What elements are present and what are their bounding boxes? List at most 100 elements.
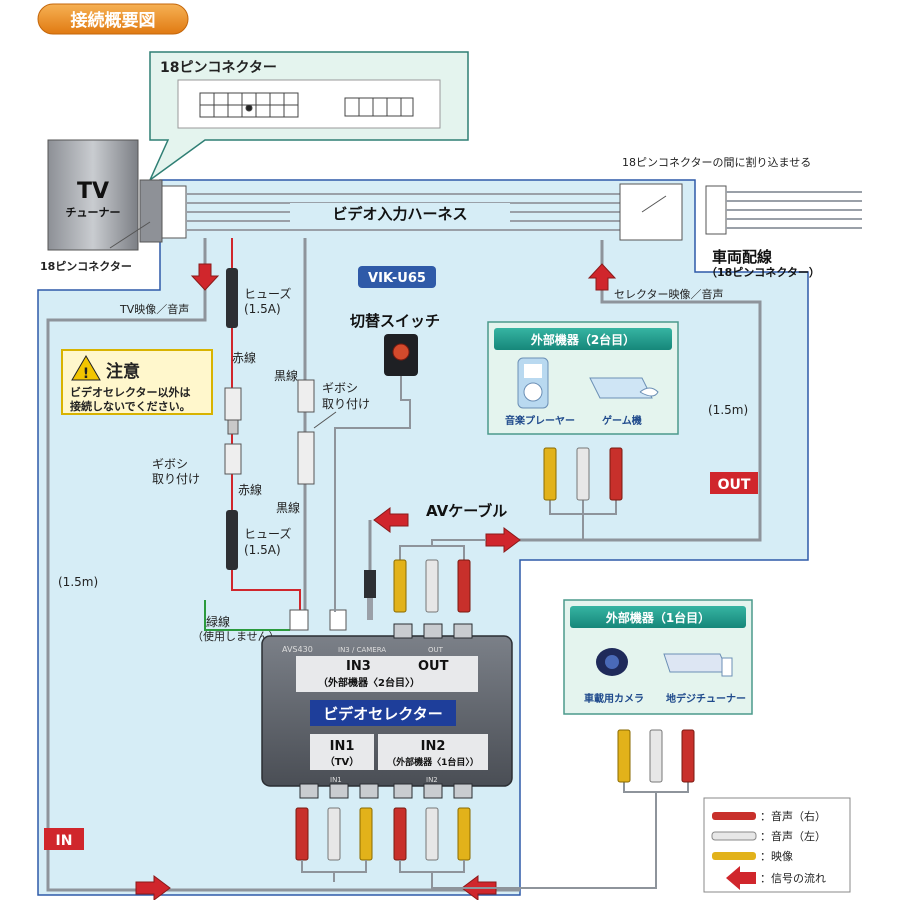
flow-arrow-icon — [726, 866, 756, 890]
selector-in1: IN1 — [330, 739, 355, 754]
connector-callout-title: 18ピンコネクター — [160, 60, 277, 76]
selector-av-label: セレクター映像／音声 — [614, 287, 724, 301]
legend-video: ：映像 — [712, 850, 793, 863]
selector-in2: IN2 — [421, 739, 446, 754]
video-harness: ビデオ入力ハーネス 18ピンコネクターの間に割り込ませる — [161, 155, 811, 241]
game-console-icon — [589, 377, 659, 399]
gibosi-right-1: ギボシ — [322, 381, 358, 395]
device2-panel: 外部機器（2台目） 音楽プレーヤー ゲーム機 — [487, 321, 679, 435]
gibosi-connector-black-top — [297, 379, 315, 413]
in-badge: IN — [44, 828, 84, 850]
device1-title: 外部機器（1台目） — [606, 610, 710, 625]
tv-tuner: TV チューナー 18ピンコネクター — [40, 139, 163, 273]
legend-flow: ：信号の流れ — [726, 866, 826, 890]
gibosi-left-2: 取り付け — [152, 472, 200, 486]
port-label-in3cam: IN3 / CAMERA — [338, 646, 386, 654]
vehicle-label: 車両配線 — [712, 248, 772, 266]
svg-text:：信号の流れ: ：信号の流れ — [760, 871, 826, 885]
device2-game: ゲーム機 — [602, 414, 642, 427]
pin-connector-male — [344, 97, 414, 117]
legend: ：音声（右） ：音声（左） ：映像 ：信号の流れ — [703, 797, 851, 893]
gibosi-left-1: ギボシ — [152, 457, 188, 471]
legend-audio-r: ：音声（右） — [712, 809, 826, 823]
selector-out: OUT — [418, 659, 449, 674]
port-label-in2: IN2 — [426, 776, 438, 784]
length-left: (1.5m) — [58, 575, 98, 589]
device1-rca-plugs — [496, 729, 695, 889]
video-selector: AVS430 IN3 / CAMERA OUT IN3 OUT （外部機器〈2台… — [261, 623, 513, 799]
av-cable-label: AVケーブル — [426, 502, 507, 520]
device1-tuner: 地デジチューナー — [666, 692, 746, 705]
caution-line2: 接続しないでください。 — [70, 399, 191, 413]
svg-text:IN: IN — [56, 833, 73, 849]
selector-in2-sub: （外部機器〈1台目〉） — [387, 756, 479, 768]
harness-label: ビデオ入力ハーネス — [332, 205, 467, 223]
device1-camera: 車載用カメラ — [584, 692, 644, 705]
switch-button-icon — [392, 343, 410, 361]
fuse-top: ヒューズ (1.5A) — [226, 268, 291, 328]
device2-player: 音楽プレーヤー — [505, 414, 575, 427]
svg-text:ヒューズ: ヒューズ — [244, 286, 291, 301]
svg-text:ヒューズ: ヒューズ — [244, 526, 291, 541]
model-label: VIK-U65 — [368, 271, 426, 286]
arrow-bottom-left — [135, 875, 171, 901]
svg-text:：音声（右）: ：音声（右） — [760, 809, 826, 823]
pin-connector-female — [199, 92, 299, 118]
svg-text:(1.5A): (1.5A) — [244, 543, 281, 557]
device2-title: 外部機器（2台目） — [531, 332, 635, 347]
port-label-out: OUT — [428, 646, 444, 654]
tv-av-label: TV映像／音声 — [119, 302, 189, 316]
selector-bottom-rca — [295, 807, 520, 889]
selector-in3: IN3 — [346, 659, 371, 674]
length-right: (1.5m) — [708, 403, 748, 417]
black-wire-label-top: 黒線 — [274, 368, 298, 383]
selector-top-rca — [393, 539, 486, 613]
header-badge: 接続概要図 — [37, 3, 189, 35]
red-wire-label-bottom: 赤線 — [238, 482, 262, 497]
selector-title: ビデオセレクター — [323, 705, 442, 723]
green-wire-note: （使用しません） — [192, 630, 280, 643]
arrow-up-selector — [587, 263, 617, 291]
black-wire-label-bottom: 黒線 — [276, 500, 300, 515]
selector-switch: 切替スイッチ — [334, 312, 440, 612]
gibosi-connector-black-bottom — [297, 431, 315, 485]
legend-audio-l: ：音声（左） — [711, 829, 826, 843]
gibosi-right-2: 取り付け — [322, 397, 370, 411]
warning-icon — [71, 355, 101, 381]
connector-callout: 18ピンコネクター — [148, 51, 469, 183]
vehicle-sub: （18ピンコネクター） — [706, 266, 820, 279]
power-plugs — [289, 609, 347, 631]
selector-in1-sub: （TV） — [325, 755, 360, 768]
svg-text:：映像: ：映像 — [760, 850, 793, 863]
digital-tuner-icon — [663, 653, 733, 677]
out-badge: OUT — [710, 472, 758, 494]
svg-text:OUT: OUT — [718, 477, 751, 493]
tv-tuner-title: TV — [77, 179, 109, 204]
selector-in3-sub: （外部機器〈2台目〉） — [318, 676, 420, 689]
device2-rca-plugs — [543, 447, 623, 540]
caution-title: 注意 — [106, 361, 140, 382]
gibosi-connector-mid — [224, 443, 242, 475]
green-wire-label: 緑線 — [206, 614, 230, 629]
svg-text:(1.5A): (1.5A) — [244, 302, 281, 316]
gibosi-connector-top — [224, 387, 242, 435]
caution-line1: ビデオセレクター以外は — [70, 385, 191, 399]
selector-brand: AVS430 — [282, 645, 313, 654]
tv-tuner-subtitle: チューナー — [66, 206, 121, 219]
red-wire-label-top: 赤線 — [232, 350, 256, 365]
port-label-in1: IN1 — [330, 776, 342, 784]
tv-tuner-connector-label: 18ピンコネクター — [40, 260, 132, 273]
svg-text:!: ! — [83, 366, 89, 382]
music-player-icon — [517, 357, 549, 409]
arrow-down-tv — [190, 263, 220, 291]
arrow-av-right — [485, 527, 521, 553]
switch-label: 切替スイッチ — [350, 312, 440, 330]
car-camera-icon — [596, 648, 628, 676]
device1-panel: 外部機器（1台目） 車載用カメラ 地デジチューナー — [563, 599, 753, 715]
arrow-av-left — [373, 507, 409, 533]
svg-text:：音声（左）: ：音声（左） — [760, 829, 826, 843]
header-title: 接続概要図 — [71, 10, 156, 31]
vehicle-wiring: 車両配線 （18ピンコネクター） — [705, 185, 862, 279]
fuse-bottom: ヒューズ (1.5A) — [226, 510, 291, 570]
